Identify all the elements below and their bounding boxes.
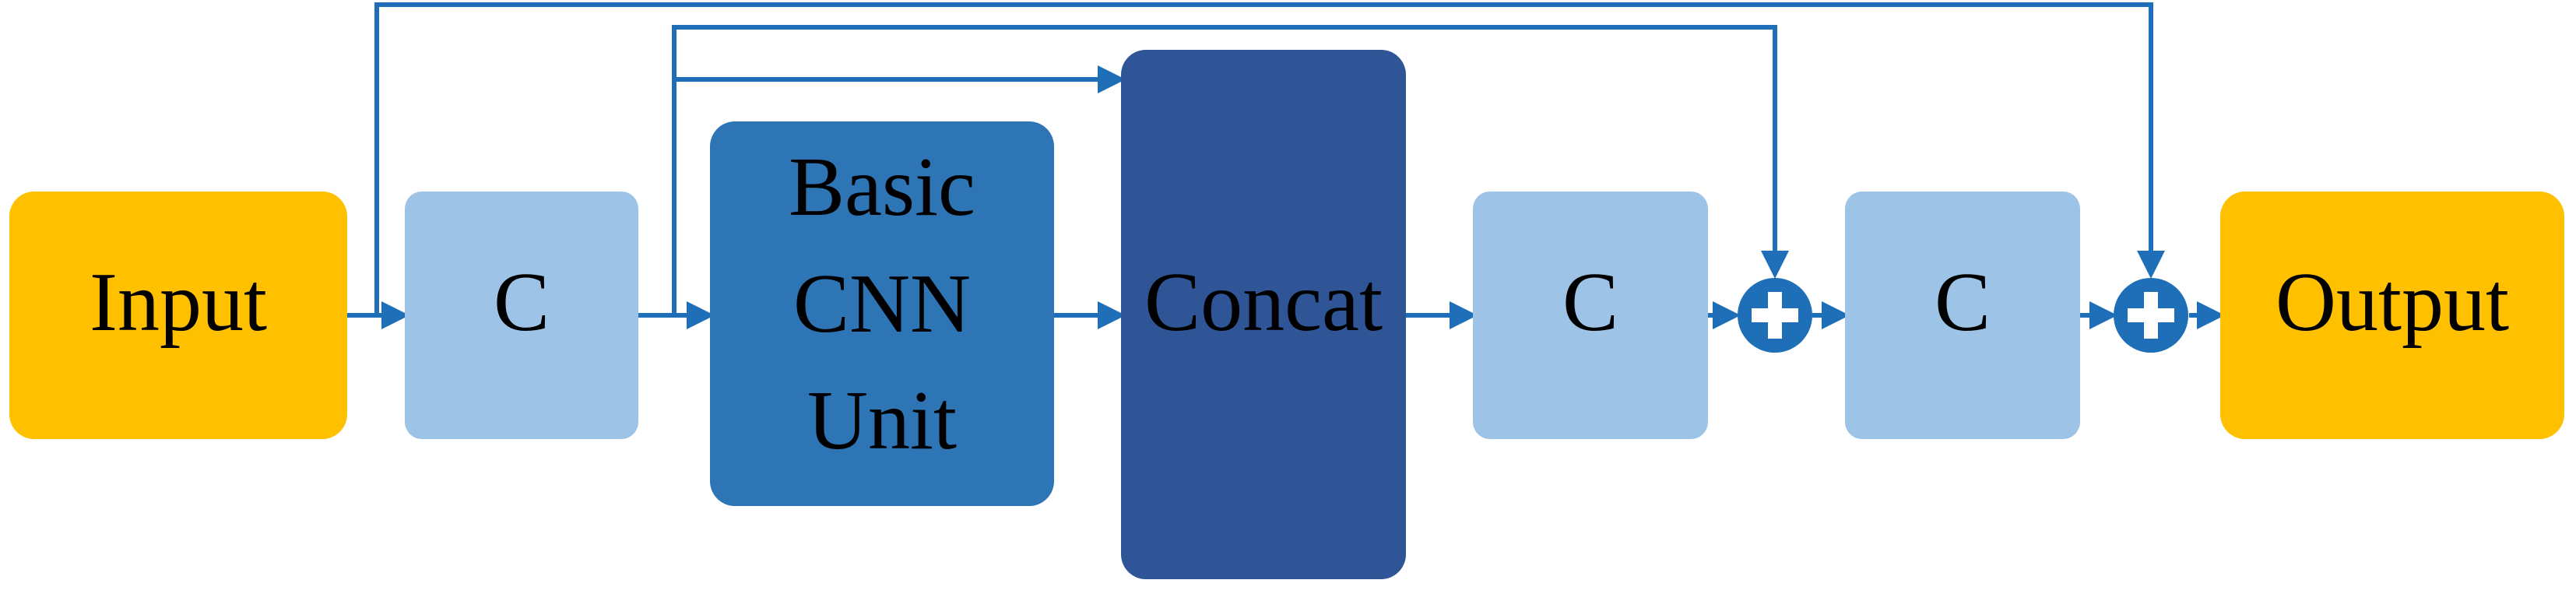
add-node-1-plus-icon <box>1738 278 1812 353</box>
conv-2-label: C <box>1562 256 1618 349</box>
add-node-2-plus-icon <box>2114 278 2188 353</box>
output-label: Output <box>2276 256 2509 349</box>
input-label: Input <box>90 256 267 349</box>
basic-cnn-unit-line-2: CNN <box>793 258 971 350</box>
conv-1-label: C <box>494 256 550 349</box>
input-block: Input <box>9 192 347 439</box>
output-block: Output <box>2220 192 2564 439</box>
basic-cnn-unit-line-3: Unit <box>807 374 957 467</box>
conv-3-label: C <box>1935 256 1991 349</box>
conv-block-2: C <box>1473 192 1708 439</box>
connections <box>347 2 2225 329</box>
concat-label: Concat <box>1144 256 1383 349</box>
conv-block-1: C <box>405 192 638 439</box>
skip-c1-to-add1 <box>672 25 1789 315</box>
concat-block: Concat <box>1121 50 1406 579</box>
skip-input-to-add2 <box>374 2 2165 315</box>
basic-cnn-unit-line-1: Basic <box>789 141 975 234</box>
conv-block-3: C <box>1845 192 2080 439</box>
basic-cnn-unit-block: Basic CNN Unit <box>710 121 1054 506</box>
